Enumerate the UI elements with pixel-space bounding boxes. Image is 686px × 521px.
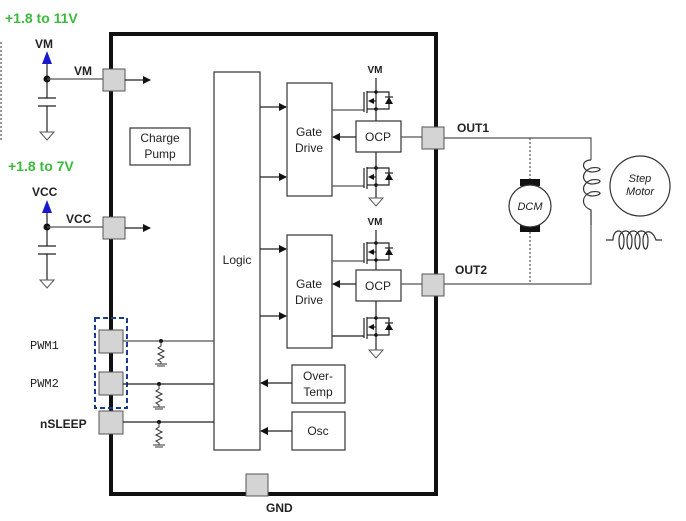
nsleep-pin	[98, 410, 124, 435]
vcc-source-label: VCC	[32, 185, 58, 199]
pwm1-pin	[98, 329, 124, 354]
step-motor: Step Motor	[582, 155, 671, 250]
svg-text:Drive: Drive	[295, 141, 323, 155]
vm-pin	[102, 68, 126, 92]
vm-supply-arrow-icon	[42, 51, 52, 64]
vm-pin-label: VM	[74, 64, 92, 78]
pulldown-resistor-pwm1-icon	[155, 339, 167, 367]
gnd-label: GND	[266, 501, 293, 515]
vm-supply: VM VM	[35, 37, 151, 141]
gate-drive-2-block: Gate Drive	[286, 234, 333, 349]
mosfet-high-side-icon	[332, 90, 393, 113]
over-temp-block: Over- Temp	[260, 364, 346, 404]
svg-text:OCP: OCP	[365, 279, 391, 293]
vcc-range-label: +1.8 to 7V	[8, 158, 74, 174]
mosfet-high-side-icon	[332, 241, 393, 264]
vm-range-label: +1.8 to 11V	[5, 10, 78, 26]
dc-motor: DCM	[508, 138, 552, 284]
svg-text:Drive: Drive	[295, 293, 323, 307]
out1-pin	[421, 126, 445, 150]
out1-label: OUT1	[457, 121, 489, 135]
logic-block: Logic	[213, 71, 261, 451]
vcc-pin	[102, 216, 126, 240]
svg-text:Osc: Osc	[307, 424, 328, 438]
vcc-supply-arrow-icon	[42, 200, 52, 213]
pulldown-resistor-pwm2-icon	[153, 382, 165, 410]
svg-text:OCP: OCP	[365, 130, 391, 144]
vcc-supply: VCC VCC	[32, 185, 151, 289]
svg-text:Gate: Gate	[296, 277, 322, 291]
svg-text:Gate: Gate	[296, 125, 322, 139]
svg-text:Charge: Charge	[140, 131, 180, 145]
ground-icon	[38, 131, 56, 141]
svg-text:Pump: Pump	[144, 147, 176, 161]
osc-block: Osc	[260, 411, 346, 451]
h-bridge-half-1: VM OCP	[332, 65, 422, 207]
pwm2-pin	[98, 371, 124, 396]
out2-label: OUT2	[455, 263, 487, 277]
ground-icon	[38, 279, 56, 289]
gate-drive-1-block: Gate Drive	[286, 82, 333, 197]
mosfet-low-side-icon	[332, 166, 393, 189]
mosfet-low-side-icon	[332, 316, 393, 339]
dc-motor-icon	[508, 184, 552, 228]
step-motor-icon	[609, 155, 671, 217]
pwm2-label: PWM2	[30, 377, 59, 391]
winding-coil-icon	[582, 159, 601, 225]
h-bridge-half-2: VM OCP	[332, 217, 422, 359]
charge-pump-block: Charge Pump	[129, 127, 191, 166]
nsleep-label: nSLEEP	[40, 417, 87, 431]
vm-source-label: VM	[35, 37, 53, 51]
pulldown-resistor-nsleep-icon	[153, 420, 165, 448]
vcc-pin-label: VCC	[66, 212, 92, 226]
svg-text:Motor: Motor	[626, 186, 655, 198]
svg-text:Step: Step	[629, 173, 652, 185]
pwm-highlight-box	[94, 317, 128, 409]
svg-text:Temp: Temp	[303, 385, 333, 399]
svg-text:DCM: DCM	[517, 201, 543, 213]
gnd-pin	[245, 473, 269, 497]
ocp-2-block	[355, 269, 402, 302]
svg-text:Logic: Logic	[223, 253, 252, 267]
winding-coil-2-icon	[606, 230, 662, 250]
ground-icon	[367, 349, 385, 359]
svg-text:Over-: Over-	[303, 369, 333, 383]
pwm1-label: PWM1	[30, 339, 59, 353]
ground-icon	[367, 197, 385, 207]
out2-pin	[421, 273, 445, 297]
svg-text:VM: VM	[368, 65, 383, 76]
svg-text:VM: VM	[368, 217, 383, 228]
